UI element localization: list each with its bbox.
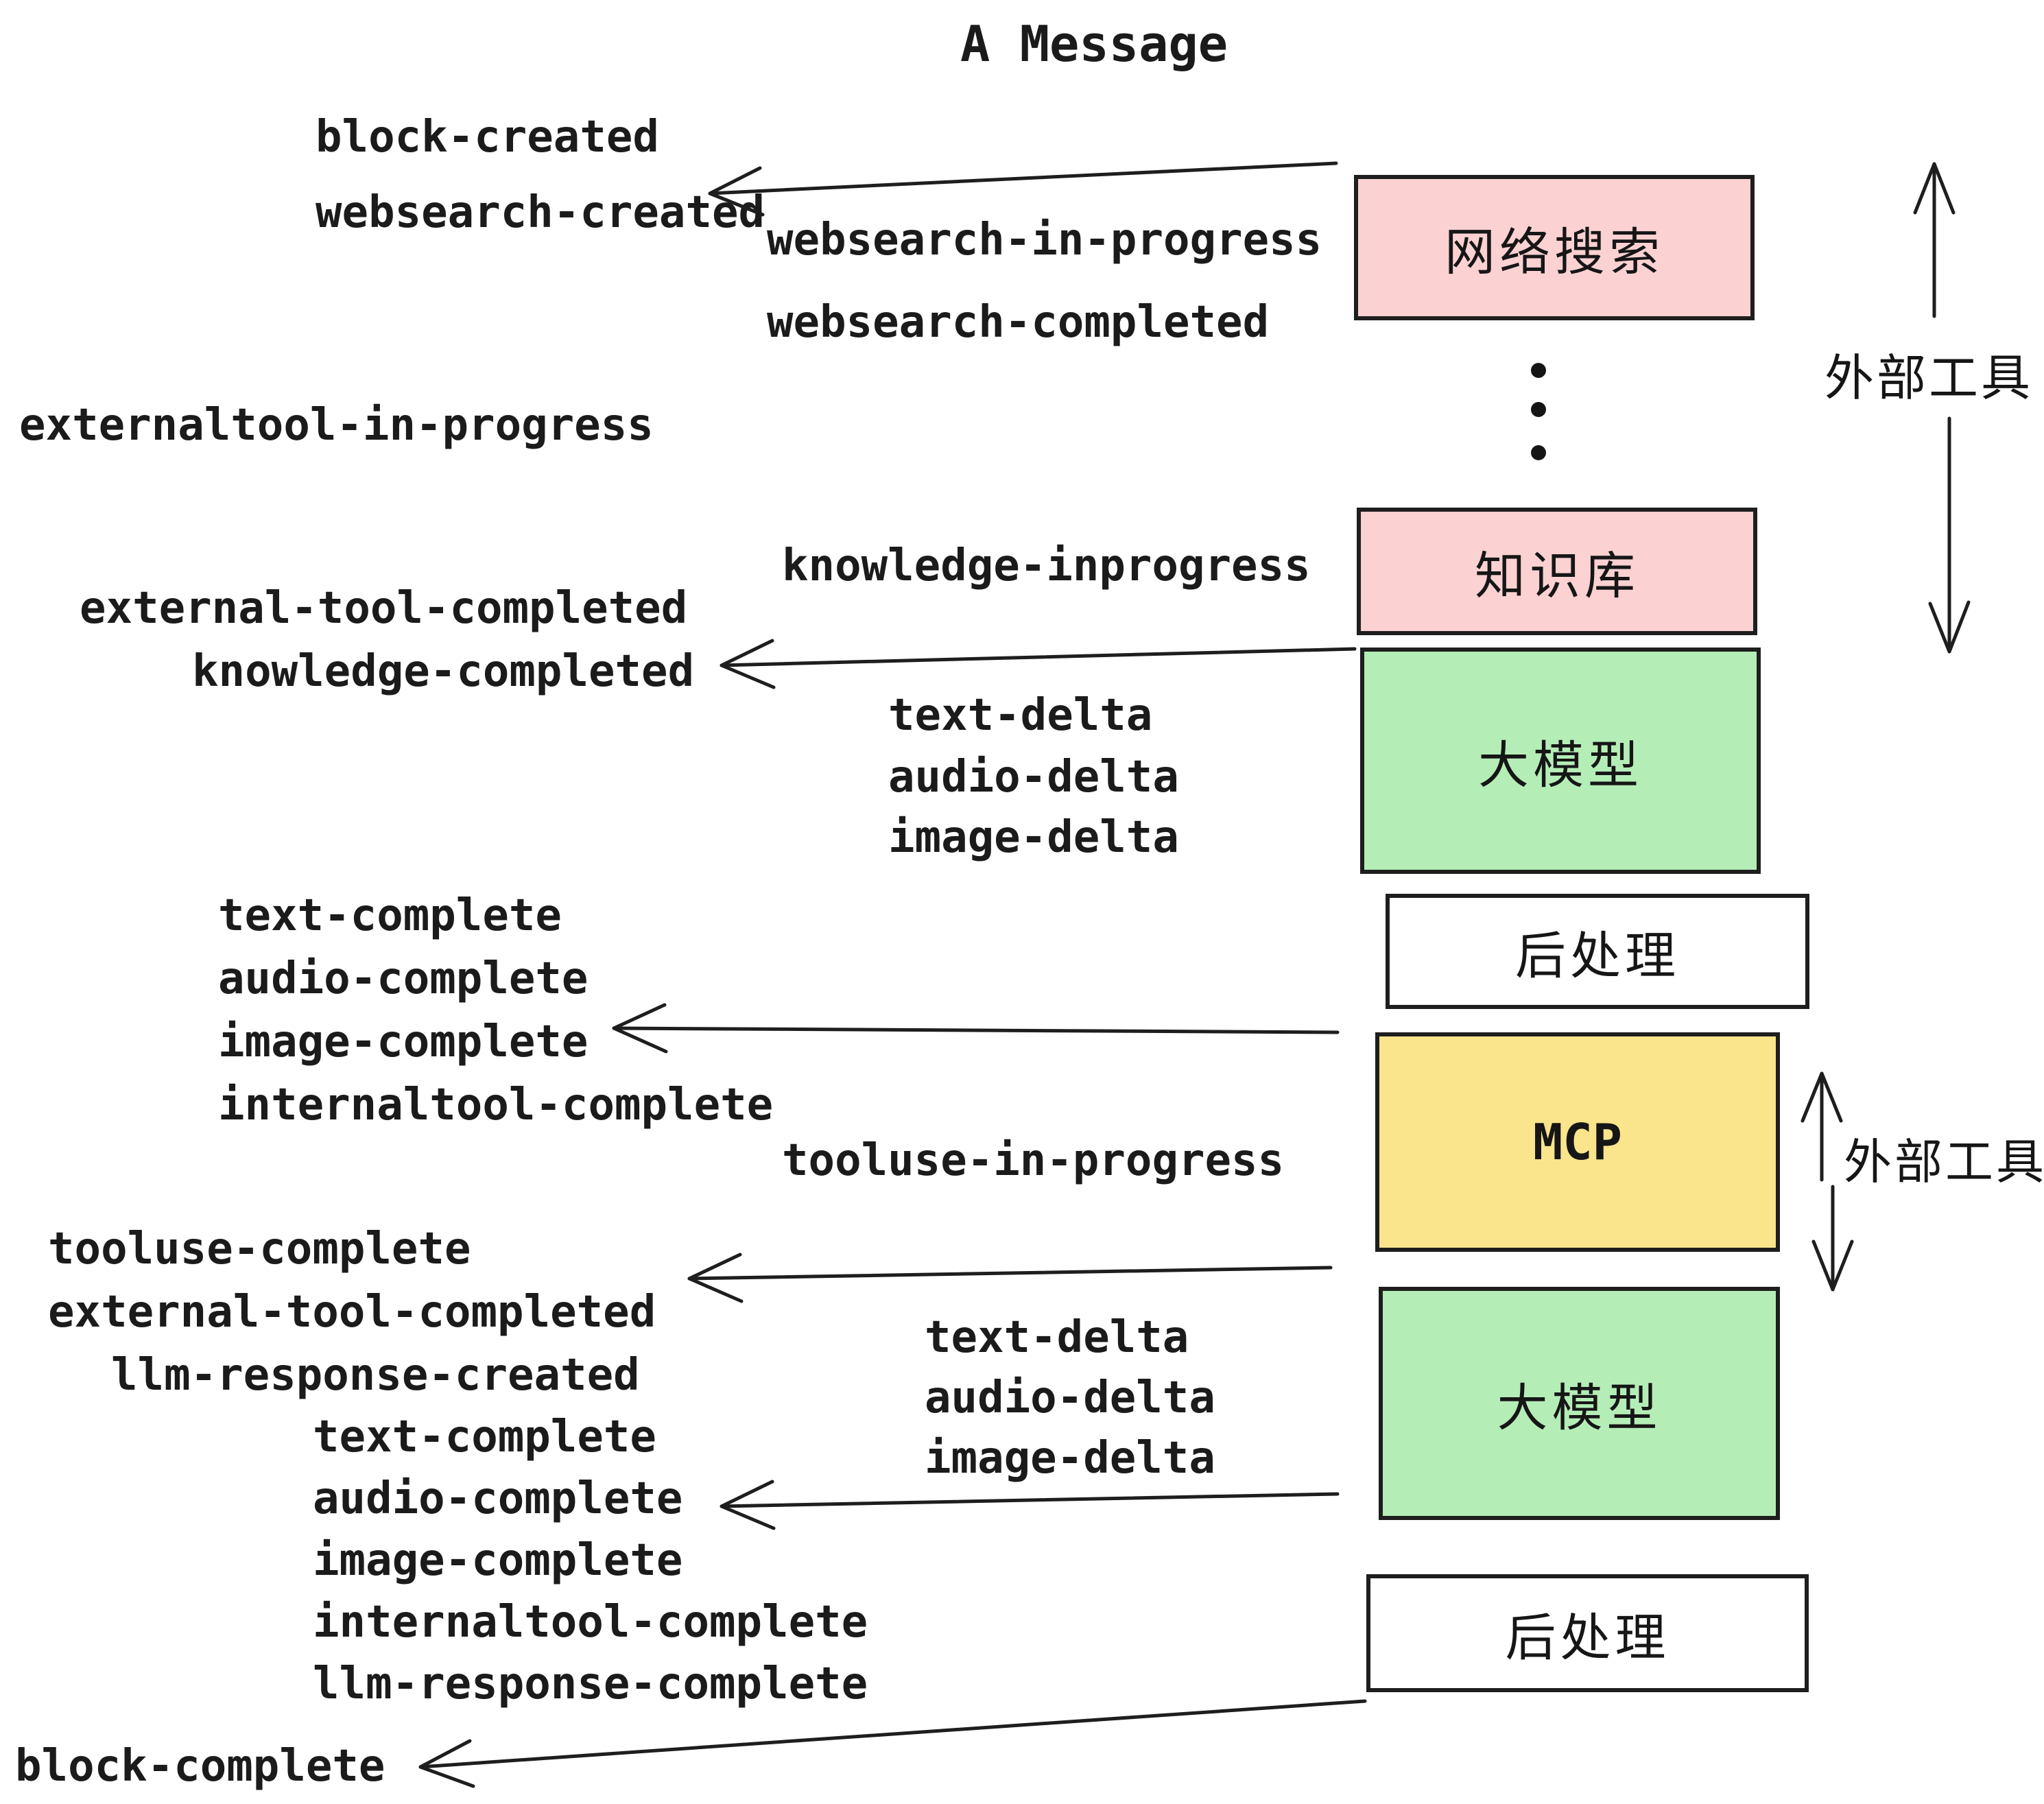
event-llm-response-created: llm-response-created (111, 1350, 640, 1401)
box-llm-1: 大模型 (1360, 648, 1761, 874)
event-externaltool-in-progress: externaltool-in-progress (19, 400, 654, 451)
event-llm-response-complete: llm-response-complete (313, 1659, 868, 1709)
event-tooluse-in-progress: tooluse-in-progress (782, 1135, 1285, 1186)
event-websearch-in-progress: websearch-in-progress (767, 215, 1322, 265)
arrow-to-knowledge-completed (720, 639, 1357, 689)
diagram-title: A Message (960, 15, 1228, 73)
arrow-external-tools-down-1 (1928, 416, 1971, 654)
box-llm-2: 大模型 (1379, 1287, 1780, 1520)
event-external-tool-completed-2: external-tool-completed (48, 1287, 656, 1338)
box-websearch: 网络搜索 (1354, 175, 1755, 320)
arrow-external-tools-up-1 (1913, 162, 1956, 318)
label-external-tools-bottom: 外部工具 (1844, 1134, 2044, 1190)
label-external-tools-top: 外部工具 (1825, 349, 2034, 407)
event-websearch-completed: websearch-completed (767, 297, 1270, 348)
vertical-ellipsis (1531, 363, 1546, 460)
event-websearch-created: websearch-created (316, 187, 765, 238)
event-text-delta-1: text-delta (888, 690, 1153, 741)
event-image-delta-2: image-delta (925, 1433, 1215, 1484)
event-tooluse-complete: tooluse-complete (48, 1224, 471, 1274)
arrow-to-tooluse-complete (687, 1253, 1333, 1303)
event-text-complete-2: text-complete (313, 1412, 656, 1462)
event-image-complete-1: image-complete (218, 1017, 589, 1067)
arrow-to-block-complete (418, 1699, 1367, 1788)
event-knowledge-completed: knowledge-completed (192, 646, 695, 697)
event-internaltool-complete-1: internaltool-complete (218, 1080, 774, 1130)
event-text-delta-2: text-delta (925, 1312, 1189, 1363)
arrow-to-image-complete (612, 1003, 1340, 1054)
event-external-tool-completed-1: external-tool-completed (80, 583, 688, 634)
box-post-process-1: 后处理 (1386, 894, 1809, 1009)
box-post-process-2: 后处理 (1366, 1574, 1809, 1692)
box-knowledge-base: 知识库 (1357, 508, 1757, 635)
event-audio-complete-2: audio-complete (313, 1473, 683, 1524)
box-llm-2-label: 大模型 (1497, 1378, 1662, 1438)
event-block-complete: block-complete (15, 1741, 385, 1792)
event-audio-complete-1: audio-complete (218, 953, 589, 1004)
event-text-complete-1: text-complete (218, 890, 562, 941)
box-post-process-2-label: 后处理 (1505, 1608, 1670, 1667)
event-audio-delta-1: audio-delta (888, 752, 1179, 803)
box-llm-1-label: 大模型 (1478, 735, 1643, 795)
event-knowledge-inprogress: knowledge-inprogress (782, 541, 1311, 591)
box-mcp-label: MCP (1532, 1113, 1623, 1171)
arrow-external-tools-up-2 (1801, 1071, 1843, 1182)
event-internaltool-complete-2: internaltool-complete (313, 1597, 868, 1648)
box-websearch-label: 网络搜索 (1445, 222, 1664, 282)
box-mcp: MCP (1375, 1032, 1780, 1252)
event-audio-delta-2: audio-delta (925, 1373, 1215, 1423)
box-knowledge-base-label: 知识库 (1475, 546, 1639, 606)
box-post-process-1-label: 后处理 (1515, 926, 1680, 986)
event-image-delta-1: image-delta (888, 812, 1179, 863)
event-image-complete-2: image-complete (313, 1535, 683, 1586)
event-block-created: block-created (316, 112, 659, 163)
arrow-external-tools-down-2 (1811, 1185, 1854, 1292)
arrow-to-websearch-created (708, 161, 1338, 217)
arrow-to-audio-complete-2 (720, 1480, 1340, 1530)
